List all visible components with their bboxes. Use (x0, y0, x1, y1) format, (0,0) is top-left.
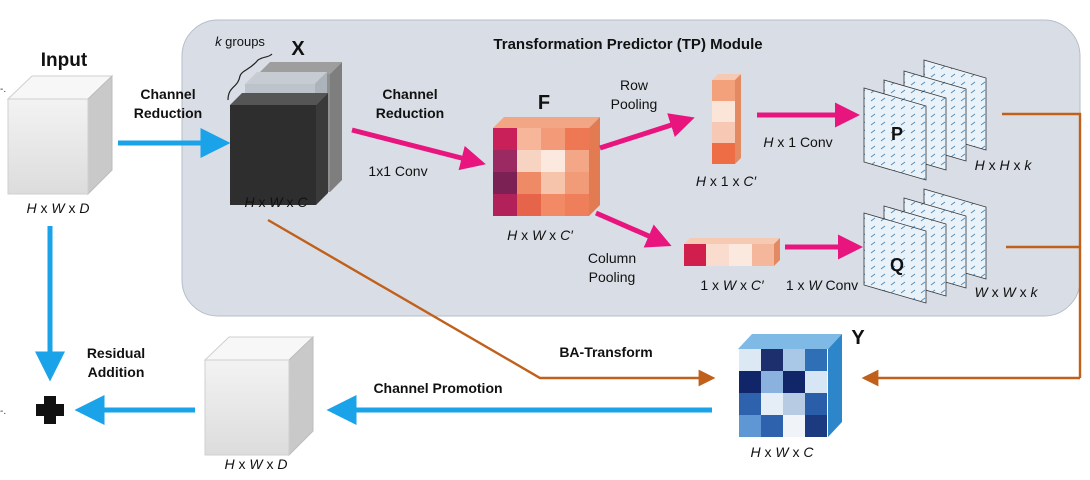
f-title: F (538, 92, 550, 114)
output-dims: H x W x D (224, 456, 287, 472)
1xw-conv-label: 1 x W Conv (786, 277, 858, 293)
f-tensor (493, 117, 600, 216)
x-dims: H x W x C (244, 194, 308, 210)
p-to-y-connector (1002, 112, 1082, 378)
p-tensor-stack (863, 59, 987, 181)
column-vector-dims: 1 x W x C′ (700, 277, 765, 293)
y-title: Y (851, 327, 865, 349)
conv-1x1-label: 1x1 Conv (368, 163, 427, 179)
ba-transform-label: BA-Transform (559, 344, 652, 360)
p-title: P (891, 124, 903, 144)
channel-reduction-arrow-2 (351, 127, 486, 171)
row-pooling-arrow (599, 113, 695, 151)
hx1-conv-label: H x 1 Conv (763, 134, 832, 150)
row-vector-dims: H x 1 x C′ (696, 173, 758, 189)
row-pooled-vector (712, 74, 741, 164)
input-dims: H x W x D (26, 200, 89, 216)
p-dims: H x H x k (975, 157, 1033, 173)
y-tensor (738, 334, 842, 437)
column-pooled-vector (684, 238, 780, 266)
edge-dash-top: -. (0, 84, 6, 95)
channel-promotion-label: Channel Promotion (373, 380, 502, 396)
input-title: Input (41, 50, 88, 71)
x-groups-label: k groups (215, 34, 265, 49)
x-to-y-ba-transform-arrow (267, 218, 716, 387)
x-title: X (291, 38, 305, 60)
q-dims: W x W x k (975, 284, 1039, 300)
q-title: Q (890, 255, 904, 275)
plus-icon (36, 396, 64, 424)
tp-module-title: Transformation Predictor (TP) Module (493, 36, 762, 53)
x-groups-brace (227, 53, 273, 101)
input-cube (6, 74, 114, 196)
f-dims: H x W x C′ (507, 227, 574, 243)
column-pooling-arrow (594, 210, 672, 248)
output-cube (203, 335, 315, 457)
edge-dash-bottom: -. (0, 406, 6, 417)
q-tensor-stack (863, 188, 987, 304)
y-dims: H x W x C (750, 444, 814, 460)
x-tensor (230, 62, 342, 205)
